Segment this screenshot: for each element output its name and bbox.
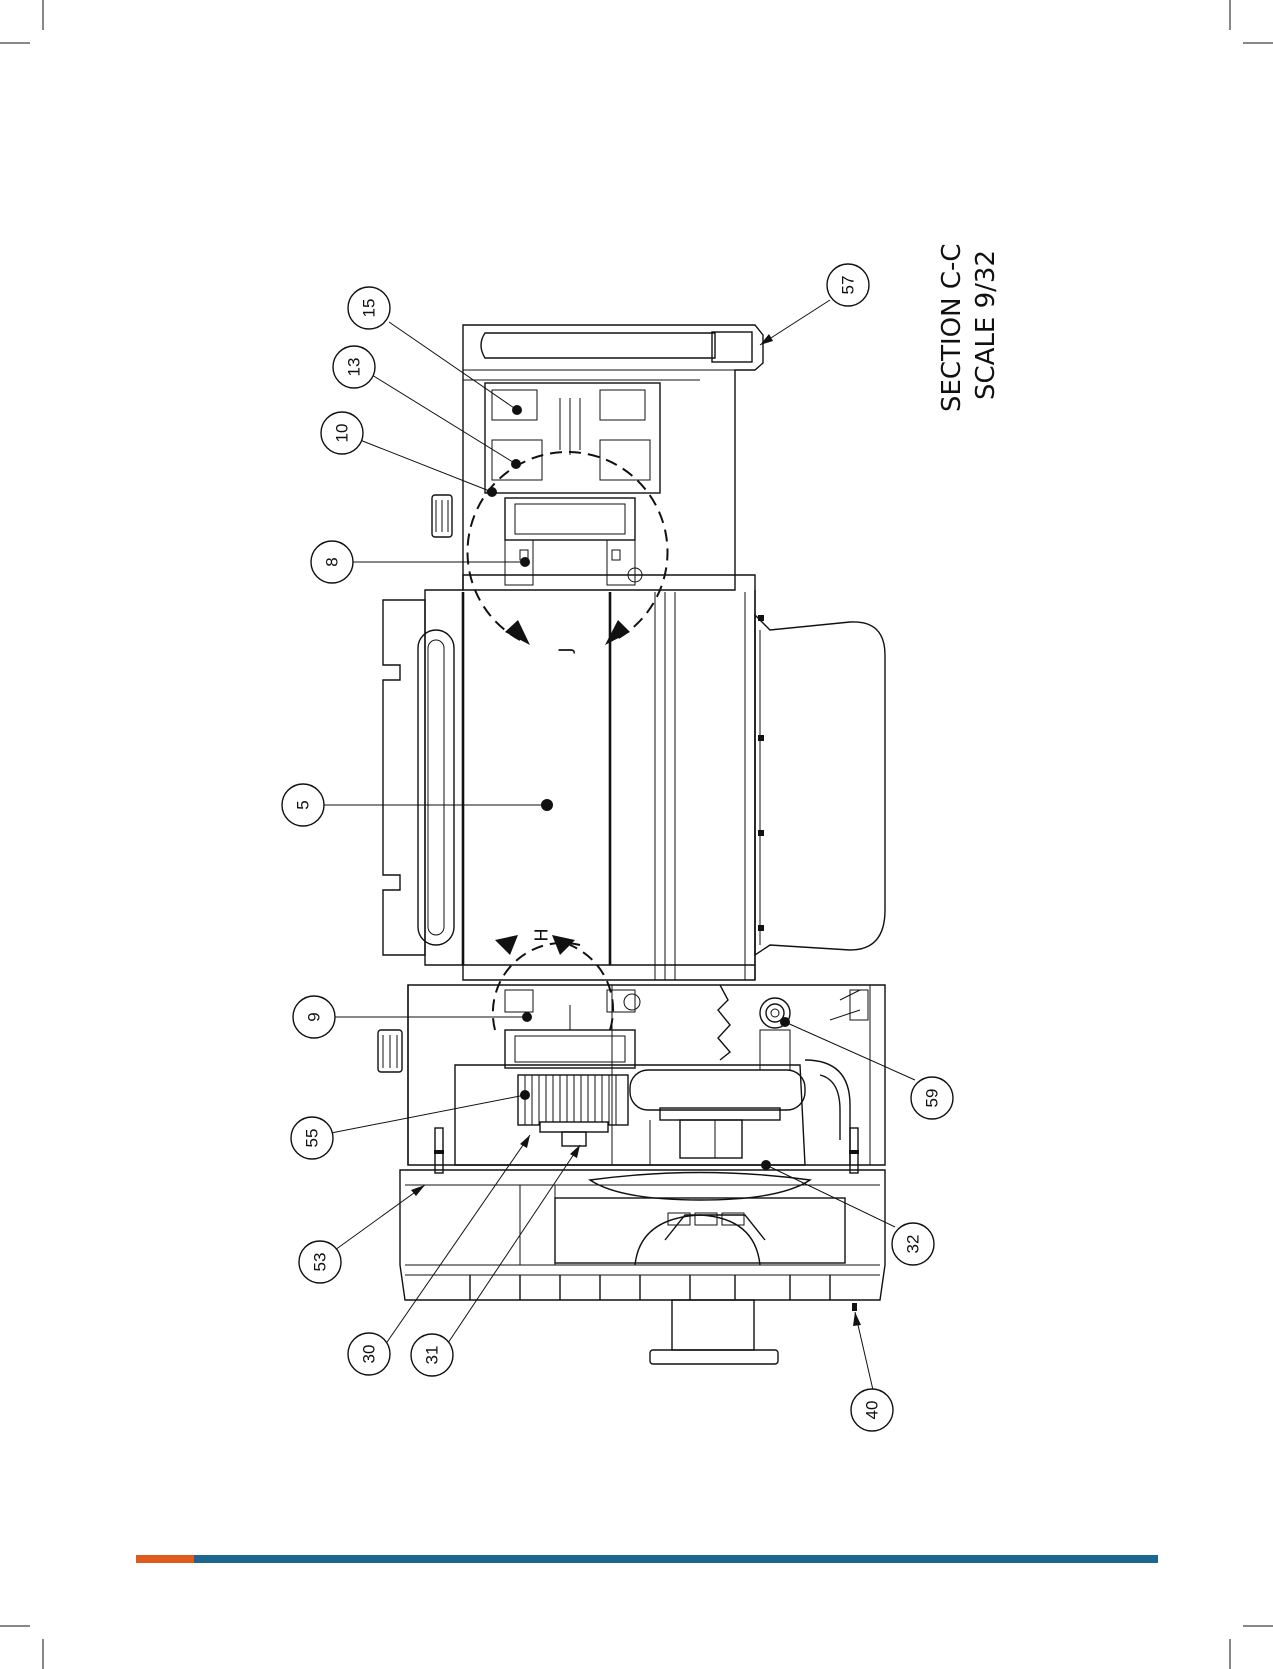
callout-label: 9 <box>305 1012 324 1021</box>
callout-label: 57 <box>839 276 858 295</box>
callout-label: 8 <box>323 557 342 566</box>
callout-15: 15 <box>348 287 390 329</box>
callout-label: 55 <box>303 1129 322 1148</box>
footer-accent-segment <box>136 1555 194 1563</box>
footer-main-segment <box>194 1555 1158 1563</box>
section-title-line1: SECTION C-C <box>937 243 967 412</box>
base-plate <box>400 1170 885 1364</box>
callout-label: 30 <box>360 1345 379 1364</box>
callout-13: 13 <box>333 346 375 388</box>
callout-label: 15 <box>360 299 379 318</box>
callout-8: 8 <box>311 541 353 583</box>
section-title: SECTION C-C SCALE 9/32 <box>937 243 1001 412</box>
callout-label: 32 <box>904 1235 923 1254</box>
callout-label: 13 <box>345 358 364 377</box>
main-barrel <box>383 575 755 980</box>
callout-9: 9 <box>293 996 335 1038</box>
callout-5: 5 <box>282 784 324 826</box>
callout-label: 10 <box>333 424 352 443</box>
callout-leaders <box>322 300 915 1390</box>
callout-label: 53 <box>311 1253 330 1272</box>
callout-10: 10 <box>321 412 363 454</box>
callout-30: 30 <box>348 1333 390 1375</box>
callout-label: 59 <box>923 1089 942 1108</box>
section-title-line2: SCALE 9/32 <box>971 250 1001 400</box>
detail-marker-j: J <box>556 647 577 653</box>
callout-57: 57 <box>827 264 869 306</box>
callout-53: 53 <box>299 1241 341 1283</box>
callout-55: 55 <box>291 1117 333 1159</box>
detail-circles <box>468 452 668 1030</box>
detail-markers: J H <box>532 647 577 941</box>
callout-31: 31 <box>411 1334 453 1376</box>
callout-59: 59 <box>911 1077 953 1119</box>
callout-40: 40 <box>851 1389 893 1431</box>
section-drawing <box>378 325 885 1364</box>
footer-bar <box>136 1555 1158 1563</box>
callout-label: 40 <box>863 1401 882 1420</box>
lower-gearbox <box>378 985 885 1173</box>
detail-marker-h: H <box>532 928 553 942</box>
callout-32: 32 <box>892 1223 934 1265</box>
callout-label: 31 <box>423 1346 442 1365</box>
callout-label: 5 <box>294 800 313 809</box>
motor-bulge <box>755 615 885 955</box>
